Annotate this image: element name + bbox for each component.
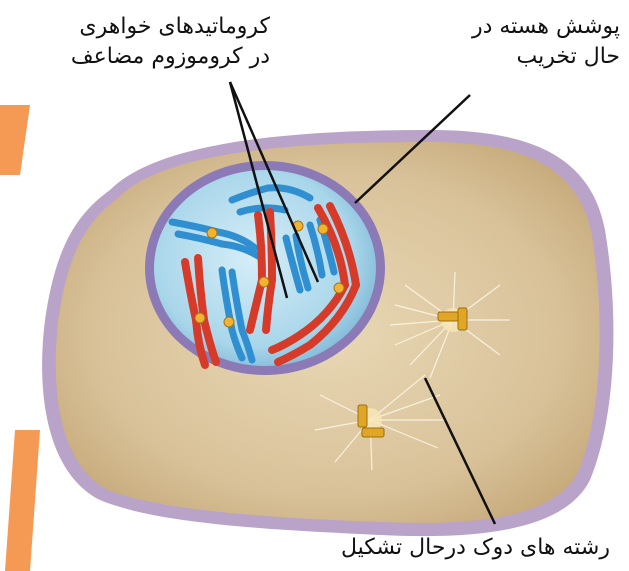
accent-bar-bottom bbox=[5, 430, 40, 571]
label-sister-chromatids-line1: کروماتیدهای خواهری bbox=[20, 12, 270, 42]
accent-bar-top bbox=[0, 105, 30, 175]
label-nuclear-envelope-line1: پوشش هسته در bbox=[420, 12, 620, 42]
label-spindle-fibers: رشته های دوک درحال تشکیل bbox=[250, 533, 610, 563]
label-sister-chromatids: کروماتیدهای خواهری در کروموزوم مضاعف bbox=[20, 12, 270, 72]
label-sister-chromatids-line2: در کروموزوم مضاعف bbox=[20, 42, 270, 72]
label-nuclear-envelope: پوشش هسته در حال تخریب bbox=[420, 12, 620, 72]
label-nuclear-envelope-line2: حال تخریب bbox=[420, 42, 620, 72]
